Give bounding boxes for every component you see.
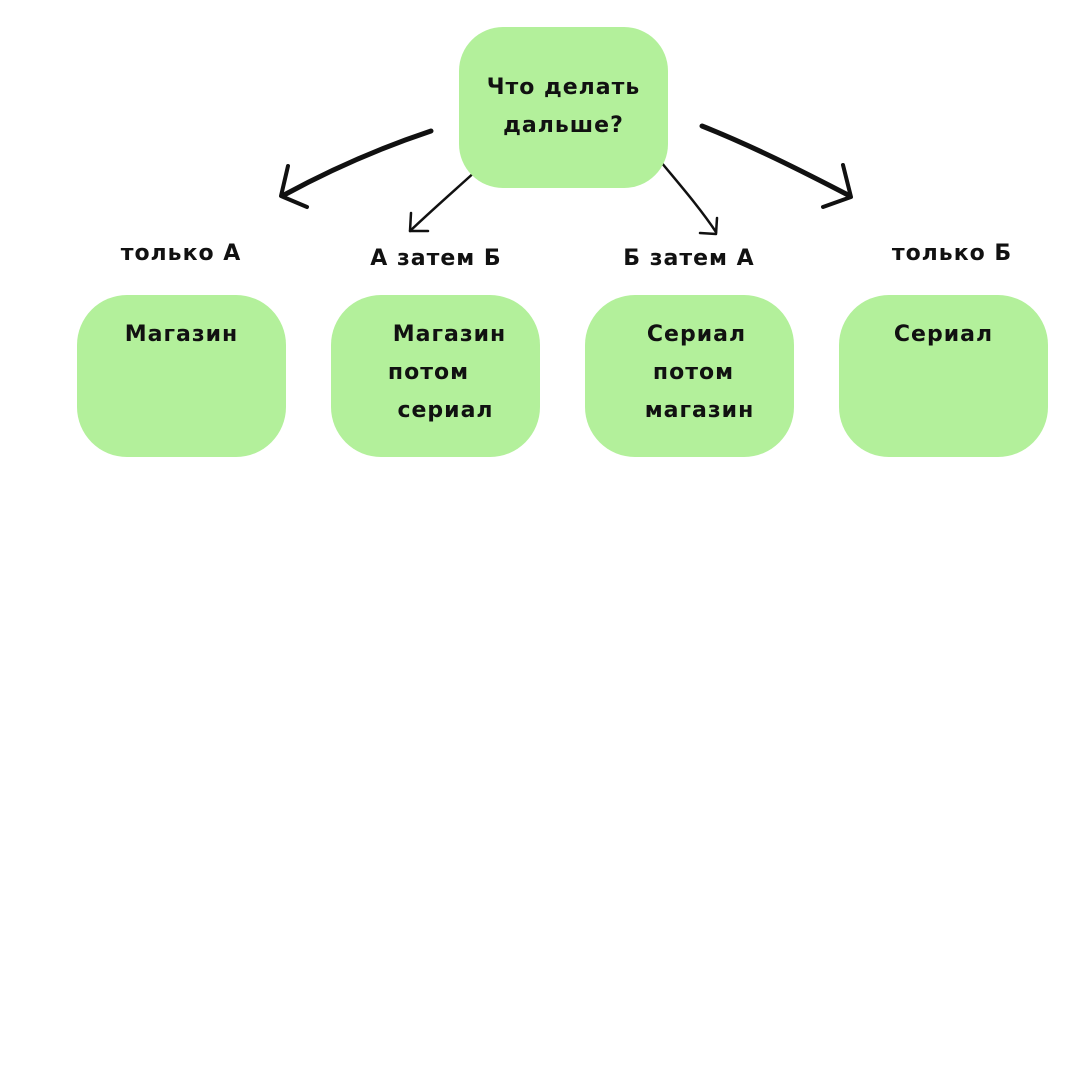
option-node-a-then-b: Магазин потом сериал — [331, 295, 540, 457]
option-only-b-line-1: Сериал — [893, 322, 994, 347]
arrow-to-a-then-b — [408, 168, 479, 233]
option-a-then-b-line-1: Магазин — [392, 322, 507, 347]
option-only-a-line-1: Магазин — [124, 322, 239, 347]
option-a-then-b-line-3: сериал — [397, 398, 494, 423]
option-label-only-a: только А — [120, 241, 242, 266]
root-node: Что делать дальше? — [459, 27, 668, 188]
option-b-then-a-line-3: магазин — [644, 398, 755, 423]
option-label-a-then-b: А затем Б — [370, 246, 502, 271]
root-line-1: Что делать — [486, 75, 641, 100]
arrow-to-b-then-a — [659, 160, 719, 236]
option-label-only-b: только Б — [891, 241, 1013, 266]
option-node-b-then-a: Сериал потом магазин — [585, 295, 794, 457]
option-node-only-a: Магазин — [77, 295, 286, 457]
root-line-2: дальше? — [503, 113, 624, 138]
arrow-to-only-a — [279, 128, 434, 209]
arrow-to-only-b — [699, 123, 853, 209]
option-b-then-a-line-2: потом — [652, 360, 735, 385]
option-node-only-b: Сериал — [839, 295, 1048, 457]
option-a-then-b-line-2: потом — [387, 360, 470, 385]
option-b-then-a-line-1: Сериал — [646, 322, 747, 347]
option-label-b-then-a: Б затем А — [623, 246, 755, 271]
